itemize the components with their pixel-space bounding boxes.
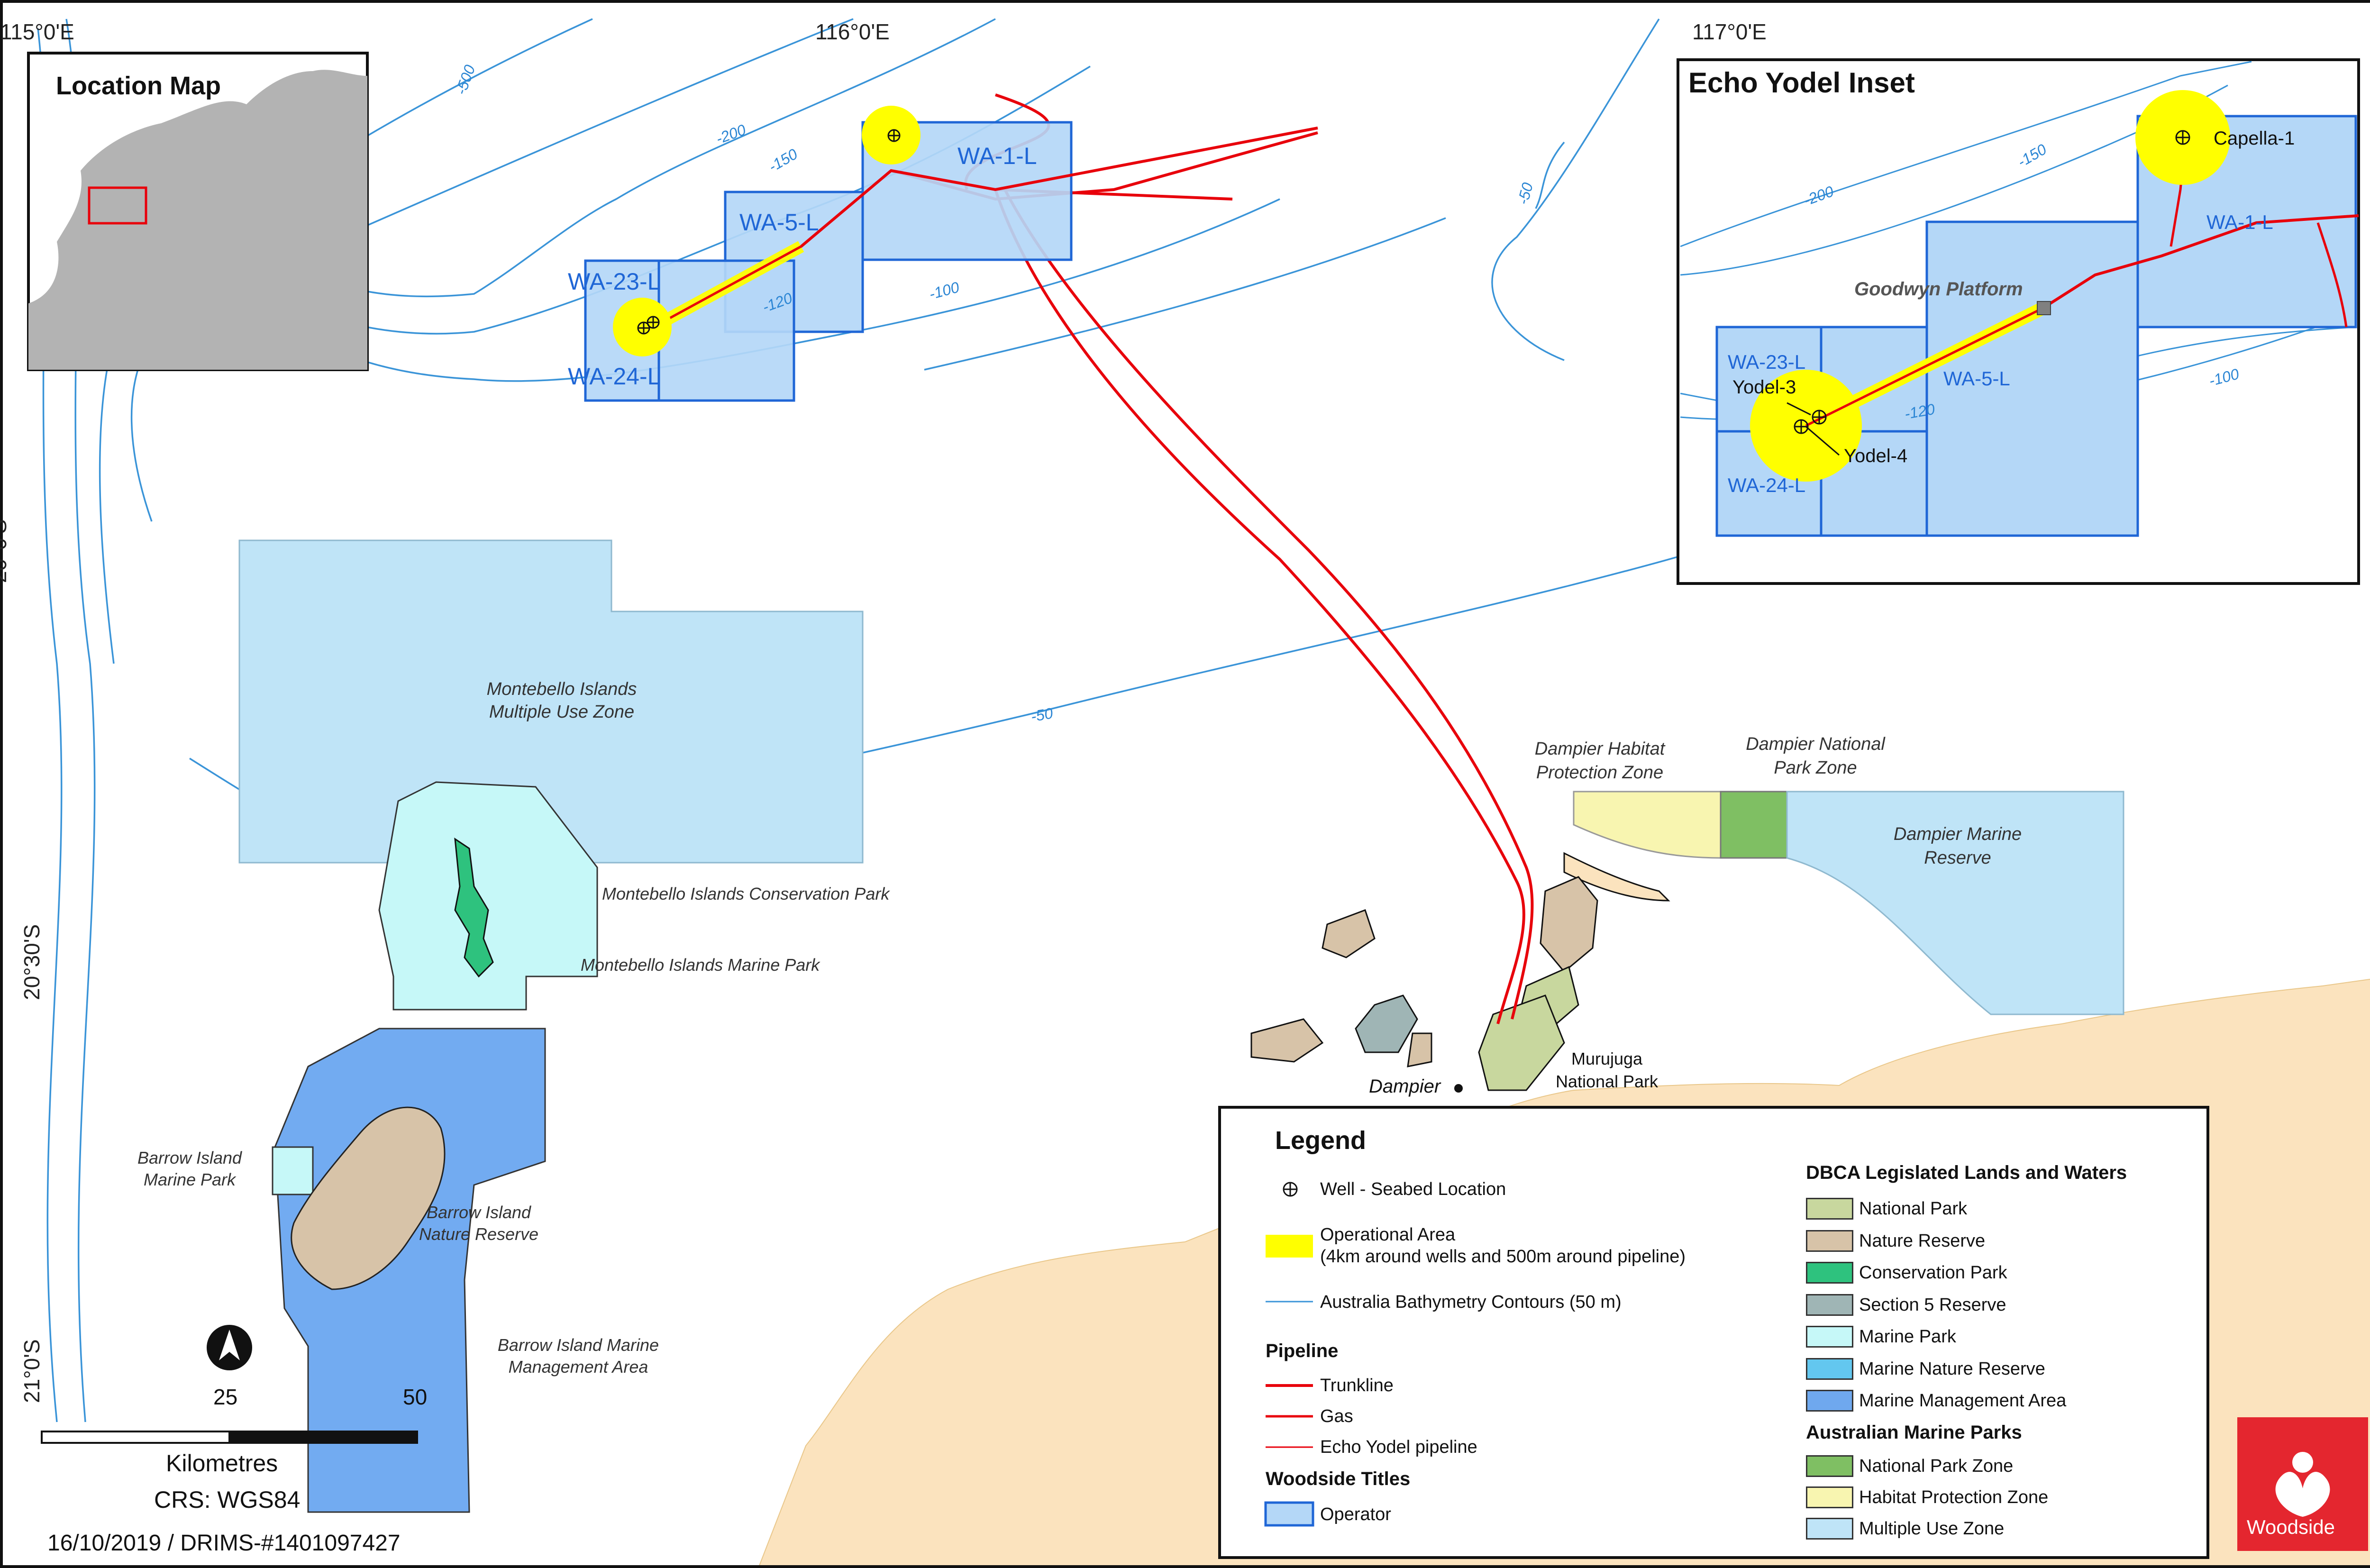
dampier-marine-reserve xyxy=(1786,791,2124,1015)
inset-title: Echo Yodel Inset xyxy=(1688,67,1915,99)
scale-tick-25: 25 xyxy=(213,1385,238,1409)
title-label-wa-24-l: WA-24-L xyxy=(568,363,661,390)
scale-tick-50: 50 xyxy=(403,1385,428,1409)
label-goodwyn-platform: Goodwyn Platform xyxy=(1854,279,2023,300)
legend-echo-yodel-pipeline: Echo Yodel pipeline xyxy=(1320,1437,1477,1457)
montebello-multiple-use-zone xyxy=(238,539,864,864)
legend-dbca-heading: DBCA Legislated Lands and Waters xyxy=(1806,1162,2127,1183)
location-map-extent-marker xyxy=(88,186,147,225)
legend-amp-item-swatch xyxy=(1806,1518,1853,1540)
legend-dbca-item-label: Marine Management Area xyxy=(1859,1391,2067,1411)
wells-main xyxy=(637,129,901,335)
woodside-logo-text: Woodside xyxy=(2247,1516,2335,1538)
legend-dbca-item-swatch xyxy=(1806,1390,1853,1412)
dampier-habitat-protection-zone xyxy=(1573,791,1722,859)
inset-title-wa-1-l: WA-1-L xyxy=(2206,211,2273,233)
legend-title: Legend xyxy=(1275,1126,1367,1155)
legend-amp-item-swatch xyxy=(1806,1455,1853,1477)
legend-dbca-item-swatch xyxy=(1806,1294,1853,1316)
legend-dbca-item-swatch xyxy=(1806,1358,1853,1380)
legend-frame xyxy=(1218,1106,2209,1559)
legend-operational-area: Operational Area(4km around wells and 50… xyxy=(1320,1225,1686,1267)
coord-lon-117: 117°0'E xyxy=(1692,19,1767,44)
label-well-yodel-3: Yodel-3 xyxy=(1732,377,1796,398)
barrow-nature-reserve xyxy=(291,1106,446,1290)
legend-dbca-item-label: Section 5 Reserve xyxy=(1859,1295,2006,1315)
footer-reference: 16/10/2019 / DRIMS-#1401097427 xyxy=(47,1531,401,1556)
scale-bar xyxy=(41,1431,418,1444)
contour-label: -50 xyxy=(1030,704,1054,725)
legend-trunkline: Trunkline xyxy=(1320,1376,1394,1395)
inset-title-wa-23-l: WA-23-L xyxy=(1728,351,1806,373)
legend-dbca-item-swatch xyxy=(1806,1326,1853,1348)
woodside-titles xyxy=(584,121,1073,402)
crs-label: CRS: WGS84 xyxy=(154,1486,301,1513)
scale-units: Kilometres xyxy=(166,1450,278,1477)
inset-title-wa-5-l: WA-5-L xyxy=(1943,367,2010,390)
legend-dbca-item-swatch xyxy=(1806,1230,1853,1252)
echo-yodel-inset xyxy=(1677,58,2360,585)
legend-amp-item-label: Multiple Use Zone xyxy=(1859,1519,2005,1539)
legend-amp-item-label: National Park Zone xyxy=(1859,1456,2014,1476)
legend-well: Well - Seabed Location xyxy=(1320,1179,1506,1199)
title-label-wa-5-l: WA-5-L xyxy=(739,209,819,236)
legend-dbca-item-swatch xyxy=(1806,1262,1853,1284)
legend-amp-heading: Australian Marine Parks xyxy=(1806,1422,2022,1443)
inset-title-wa-24-l: WA-24-L xyxy=(1728,474,1806,496)
north-arrow-icon xyxy=(207,1325,252,1370)
legend-gas: Gas xyxy=(1320,1406,1353,1426)
legend-amp-item-swatch xyxy=(1806,1486,1853,1508)
label-montebello-mp: Montebello Islands Marine Park xyxy=(581,955,820,975)
label-dampier: Dampier xyxy=(1369,1076,1441,1097)
location-map-land xyxy=(28,70,367,370)
legend-pipeline-heading: Pipeline xyxy=(1266,1340,1339,1361)
coord-lon-115: 115°0'E xyxy=(0,19,74,44)
location-map-title: Location Map xyxy=(56,72,221,100)
title-label-wa-1-l: WA-1-L xyxy=(957,143,1037,169)
legend-dbca-item-label: Marine Nature Reserve xyxy=(1859,1358,2045,1379)
dampier-national-park-zone xyxy=(1720,791,1788,859)
barrow-marine-park xyxy=(272,1146,314,1195)
dampier-islands xyxy=(1250,852,1670,1091)
label-montebello-cp: Montebello Islands Conservation Park xyxy=(602,884,890,903)
legend-dbca-item-swatch xyxy=(1806,1198,1853,1220)
woodside-logo xyxy=(2237,1417,2368,1551)
legend-titles-heading: Woodside Titles xyxy=(1266,1468,1411,1489)
dampier-town-marker xyxy=(1454,1084,1463,1093)
label-well-capella-1: Capella-1 xyxy=(2214,128,2295,149)
coord-lat-20-30: 20°30'S xyxy=(19,924,44,1000)
montebello-marine-park xyxy=(378,781,598,1011)
legend-amp-item-label: Habitat Protection Zone xyxy=(1859,1487,2049,1507)
barrow-marine-management-area xyxy=(274,1028,546,1513)
coord-lat-20: 20°0'S xyxy=(0,519,11,583)
legend-bathymetry: Australia Bathymetry Contours (50 m) xyxy=(1320,1292,1622,1312)
legend-dbca-item-label: Conservation Park xyxy=(1859,1263,2007,1283)
legend-dbca-item-label: Marine Park xyxy=(1859,1327,1956,1347)
legend-dbca-item-label: National Park xyxy=(1859,1199,1968,1219)
montebello-conservation-park-islands xyxy=(454,837,494,978)
coord-lon-116: 116°0'E xyxy=(815,19,890,44)
title-label-wa-23-l: WA-23-L xyxy=(568,268,661,295)
label-well-yodel-4: Yodel-4 xyxy=(1844,446,1908,466)
legend-swatches xyxy=(1264,1182,1314,1527)
legend-dbca-item-label: Nature Reserve xyxy=(1859,1231,1986,1251)
coord-lat-21: 21°0'S xyxy=(19,1339,44,1403)
legend-operator: Operator xyxy=(1320,1504,1391,1524)
